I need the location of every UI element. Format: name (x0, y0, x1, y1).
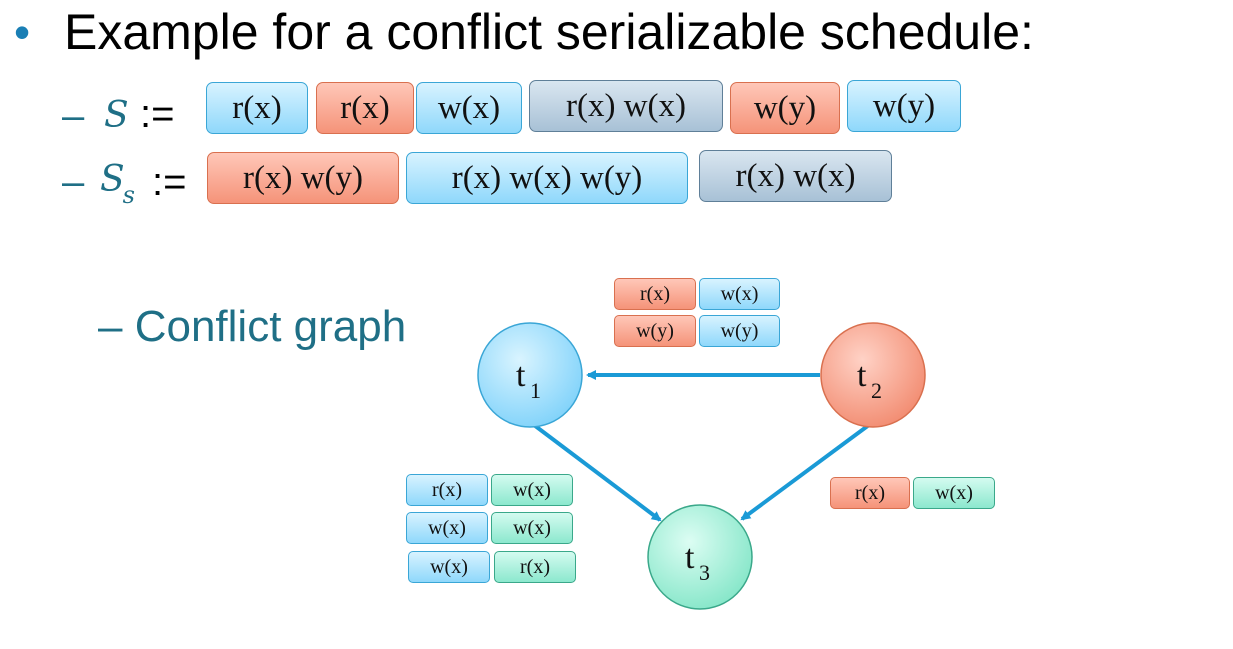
node-t3: t 3 (647, 504, 753, 610)
schedule-symbol: Ss (100, 156, 135, 209)
serial-op-group: r(x) w(x) (699, 150, 892, 202)
node-t2-subscript: 2 (871, 378, 882, 403)
node-t2: t 2 (820, 322, 926, 428)
conflict-op-t1: r(x) (406, 474, 488, 506)
conflict-graph-label: – Conflict graph (98, 302, 407, 351)
bullet-point: • (14, 6, 31, 58)
node-t3-name: t (685, 539, 695, 576)
node-t1: t 1 (477, 322, 583, 428)
schedule-op-t1: r(x) (206, 82, 308, 134)
conflict-op-t2: r(x) (614, 278, 696, 310)
slide-heading: Example for a conflict serializable sche… (64, 4, 1034, 60)
conflict-op-t1: w(x) (406, 512, 488, 544)
conflict-op-t3: w(x) (491, 474, 573, 506)
edge-t1-to-t3 (528, 420, 662, 522)
serial-op-t1: r(x) w(x) w(y) (406, 152, 688, 204)
schedule-op-t1: w(y) (847, 80, 961, 132)
node-t1-name: t (516, 357, 526, 394)
conflict-op-t3: r(x) (494, 551, 576, 583)
dash: – (62, 160, 85, 204)
schedule-symbol-subscript: s (122, 181, 135, 209)
schedule-op-t2: w(y) (730, 82, 840, 134)
dash: – (62, 94, 85, 138)
assign-operator: := (152, 160, 187, 204)
serial-op-t2: r(x) w(y) (207, 152, 399, 204)
node-t1-subscript: 1 (530, 378, 541, 403)
node-t2-name: t (857, 357, 867, 394)
schedule-symbol: S (104, 95, 129, 136)
edge-t2-to-t3 (740, 420, 875, 521)
conflict-op-t2: w(y) (614, 315, 696, 347)
conflict-op-t3: w(x) (491, 512, 573, 544)
schedule-op-group: r(x) w(x) (529, 80, 723, 132)
conflict-op-t1: w(x) (699, 278, 780, 310)
schedule-op-t2: r(x) (316, 82, 414, 134)
conflict-op-t1: w(x) (408, 551, 490, 583)
conflict-op-t1: w(y) (699, 315, 780, 347)
conflict-op-t3: w(x) (913, 477, 995, 509)
schedule-op-t1: w(x) (416, 82, 522, 134)
schedule-symbol-letter: S (100, 159, 125, 200)
node-t3-subscript: 3 (699, 560, 710, 585)
assign-operator: := (140, 92, 175, 136)
conflict-op-t2: r(x) (830, 477, 910, 509)
